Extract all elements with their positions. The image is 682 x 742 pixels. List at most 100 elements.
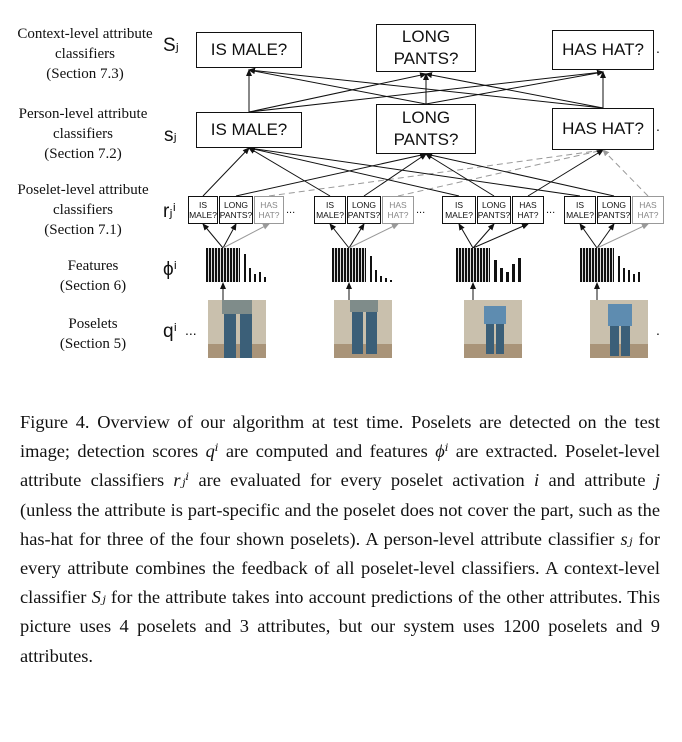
caption-q-symbol: qⁱ: [205, 441, 219, 462]
poselet-4-has-hat: HAS HAT?: [632, 196, 664, 224]
poselet-3-has-hat: HAS HAT?: [512, 196, 544, 224]
arrow-feature-to-poselet: [222, 223, 237, 249]
context-level-label: Context-level attribute classifiers (Sec…: [10, 24, 160, 84]
caption-j-symbol: j: [654, 470, 661, 491]
context-symbol: Sⱼ: [163, 35, 179, 56]
connection-arrows: [202, 67, 649, 300]
arrow-poselet-to-person: [248, 147, 331, 197]
histogram-feature-2: [370, 248, 400, 282]
poselet-level-text: Poselet-level attribute classifiers: [17, 182, 149, 218]
caption-text-6: (unless the attribute is part-specific a…: [20, 499, 660, 549]
person-has-hat-box: HAS HAT?: [552, 108, 654, 150]
arrow-poselet-to-person: [527, 149, 604, 197]
arrow-feature-to-poselet: [579, 223, 598, 249]
person-level-section: (Section 7.2): [44, 146, 122, 162]
poselet-4-long-pants: LONG PANTS?: [597, 196, 631, 224]
arrow-poselet-to-person: [363, 153, 427, 197]
poselet-3-long-pants: LONG PANTS?: [477, 196, 511, 224]
arrow-poselet-to-person: [248, 145, 581, 197]
person-level-text: Person-level attribute classifiers: [18, 106, 148, 142]
caption-text-8: for the attribute takes into account pre…: [20, 587, 660, 666]
hog-feature-2: [332, 248, 366, 282]
arrow-poselet-to-person: [425, 153, 495, 197]
poselets-ellipsis: ...: [185, 322, 197, 338]
caption-text-5: and attribute: [539, 470, 655, 491]
context-has-hat-box: HAS HAT?: [552, 30, 654, 70]
context-level-section: (Section 7.3): [46, 66, 124, 82]
arrow-poselet-to-person: [425, 152, 615, 197]
arrow-poselet-to-person: [268, 147, 604, 197]
caption-phi-symbol: ϕⁱ: [435, 441, 449, 462]
arrow-feature-to-poselet: [222, 223, 270, 249]
arrow-poselet-to-person: [397, 148, 604, 197]
figure-diagram: Context-level attribute classifiers (Sec…: [8, 24, 664, 358]
context-more-dot: .: [656, 40, 660, 56]
features-symbol: ϕⁱ: [163, 259, 178, 280]
arrow-feature-to-poselet: [458, 223, 474, 249]
person-more-dot: .: [656, 118, 660, 134]
arrow-person-to-context: [425, 70, 604, 105]
poselets-level-text: Poselets: [68, 316, 118, 332]
person-level-label: Person-level attribute classifiers (Sect…: [8, 104, 158, 164]
hog-feature-4: [580, 248, 614, 282]
poselet-3-ellipsis: ...: [546, 204, 556, 216]
poselet-symbol: rⱼⁱ: [163, 201, 177, 222]
hog-feature-1: [206, 248, 240, 282]
poselet-patch-4: [590, 300, 648, 358]
caption-S-symbol: Sⱼ: [91, 587, 106, 608]
arrow-person-to-context: [425, 72, 604, 109]
poselet-level-section: (Section 7.1): [44, 222, 122, 238]
person-is-male-box: IS MALE?: [196, 112, 302, 148]
caption-i-symbol: i: [534, 470, 540, 491]
poselets-level-section: (Section 5): [59, 336, 127, 352]
histogram-feature-4: [618, 248, 648, 282]
poselet-patch-3: [464, 300, 522, 358]
poselet-level-label: Poselet-level attribute classifiers (Sec…: [8, 180, 158, 240]
histogram-feature-1: [244, 248, 274, 282]
poselet-3-is-male: IS MALE?: [442, 196, 476, 224]
poselet-2-long-pants: LONG PANTS?: [347, 196, 381, 224]
arrow-feature-to-poselet: [348, 223, 365, 249]
features-level-label: Features (Section 6): [18, 256, 168, 296]
arrow-feature-to-poselet: [472, 223, 495, 249]
arrow-feature-to-poselet: [348, 223, 399, 249]
caption-text-2: are computed and features: [218, 441, 436, 462]
arrow-poselet-to-person: [248, 146, 460, 197]
poselets-level-label: Poselets (Section 5): [18, 314, 168, 354]
poselet-2-ellipsis: ...: [416, 204, 426, 216]
features-level-text: Features: [67, 258, 119, 274]
poselets-more-dot: .: [656, 322, 660, 338]
arrow-poselet-to-person: [235, 152, 427, 197]
arrow-poselet-to-person: [602, 149, 649, 197]
context-long-pants-box: LONG PANTS?: [376, 24, 476, 72]
context-is-male-box: IS MALE?: [196, 32, 302, 68]
arrow-feature-to-poselet: [329, 223, 350, 249]
poselet-1-long-pants: LONG PANTS?: [219, 196, 253, 224]
caption-r-symbol: rⱼⁱ: [173, 470, 190, 491]
poselet-4-is-male: IS MALE?: [564, 196, 596, 224]
poselet-1-is-male: IS MALE?: [188, 196, 218, 224]
poselet-patch-1: [208, 300, 266, 358]
person-symbol: sⱼ: [164, 125, 177, 146]
features-level-section: (Section 6): [59, 278, 127, 294]
poselet-2-is-male: IS MALE?: [314, 196, 346, 224]
arrow-feature-to-poselet: [596, 223, 649, 249]
caption-text-3: are extracted. Poselet-level attribute c…: [20, 441, 661, 491]
caption-text-1: Figure 4. Overview of our algorithm at t…: [20, 412, 660, 462]
arrow-feature-to-poselet: [596, 223, 615, 249]
arrow-feature-to-poselet: [202, 223, 224, 249]
poselet-1-ellipsis: ...: [286, 204, 296, 216]
caption-text-4: are evaluated for every poselet activati…: [189, 470, 535, 491]
caption-s-symbol: sⱼ: [620, 528, 633, 549]
arrow-person-to-context: [248, 68, 427, 105]
poselets-symbol: qⁱ: [163, 321, 177, 342]
poselet-1-has-hat: HAS HAT?: [254, 196, 284, 224]
caption-text-7: for every attribute combines the feedbac…: [20, 528, 660, 608]
context-level-text: Context-level attribute classifiers: [17, 26, 153, 62]
arrow-person-to-context: [248, 72, 427, 113]
arrow-feature-to-poselet: [472, 223, 529, 249]
poselet-patch-2: [334, 300, 392, 358]
poselet-2-has-hat: HAS HAT?: [382, 196, 414, 224]
histogram-feature-3: [494, 248, 528, 282]
arrow-poselet-to-person: [202, 147, 250, 197]
